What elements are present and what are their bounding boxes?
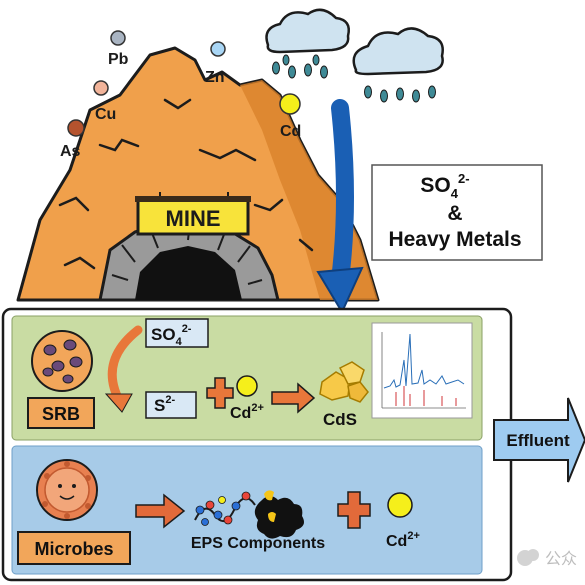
cd-dot bbox=[279, 93, 301, 115]
pb-dot bbox=[110, 30, 126, 46]
source-box: SO42- & Heavy Metals bbox=[371, 164, 543, 261]
sulfate-reduction-arrow bbox=[107, 325, 143, 403]
plus-icon-eps bbox=[337, 491, 371, 529]
rain-cloud-right bbox=[352, 27, 444, 103]
srb-sulfide: S2- bbox=[154, 394, 175, 415]
rain-cloud-left bbox=[265, 8, 350, 79]
source-amp: & bbox=[447, 202, 462, 225]
eps-secretion-arrow bbox=[135, 493, 186, 529]
precipitation-arrow bbox=[271, 382, 316, 414]
mine-mountain: MINE bbox=[16, 46, 380, 302]
effluent-arrow bbox=[493, 397, 585, 483]
mountain-cracks bbox=[58, 98, 314, 270]
pb-label: Pb bbox=[108, 51, 129, 68]
microbes-label: Microbes bbox=[34, 539, 113, 559]
cd-label: Cd bbox=[280, 123, 301, 140]
zn-label: Zn bbox=[205, 69, 225, 86]
cds-label: CdS bbox=[323, 410, 357, 429]
srb-label: SRB bbox=[42, 404, 80, 424]
srb-sulfate: SO42- bbox=[151, 323, 192, 348]
srb-cd-ion: Cd2+ bbox=[230, 402, 264, 422]
cu-label: Cu bbox=[95, 106, 116, 123]
cu-dot bbox=[93, 80, 109, 96]
tunnel-opening bbox=[135, 246, 242, 300]
watermark: 公众 bbox=[517, 549, 577, 568]
effluent-label: Effluent bbox=[506, 431, 570, 450]
metal-labels: Pb Zn Cu Cd As bbox=[60, 30, 301, 160]
cd-ion-icon-eps bbox=[387, 492, 413, 518]
source-heavy-metals: Heavy Metals bbox=[388, 228, 521, 251]
xrd-pattern-thumbnail bbox=[371, 322, 473, 419]
as-label: As bbox=[60, 143, 81, 160]
eps-cd-ion: Cd2+ bbox=[386, 530, 420, 550]
microbe-cell-icon bbox=[36, 459, 98, 521]
mine-sign-text: MINE bbox=[166, 206, 221, 231]
eps-components-icon bbox=[194, 490, 304, 539]
srb-cell-icon bbox=[31, 330, 93, 392]
cd-ion-icon-srb bbox=[236, 375, 258, 397]
zn-dot bbox=[210, 41, 226, 57]
as-dot bbox=[67, 119, 85, 137]
watermark-text: 公众 bbox=[545, 549, 577, 568]
mine-sign-board bbox=[136, 198, 250, 236]
cds-crystal-icon bbox=[319, 361, 369, 403]
eps-components-label: EPS Components bbox=[191, 535, 325, 552]
plus-icon-srb bbox=[206, 377, 234, 409]
leachate-flow-arrowhead bbox=[316, 266, 364, 315]
leachate-flow-arrow bbox=[331, 99, 354, 289]
source-so4: SO42- bbox=[420, 171, 469, 201]
